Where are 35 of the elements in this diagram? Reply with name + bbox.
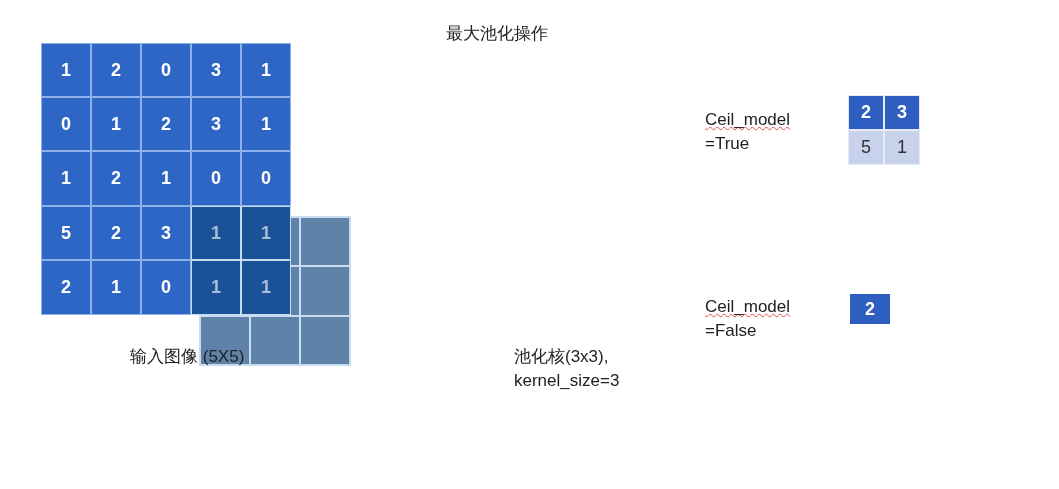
input-grid-cell: 1 (241, 260, 291, 315)
input-grid-cell: 0 (41, 97, 91, 151)
output-grid-cell: 5 (848, 130, 884, 165)
input-grid-cell: 2 (91, 43, 141, 97)
input-grid-cell: 1 (91, 97, 141, 151)
input-image-caption: 输入图像 (5X5) (130, 346, 246, 368)
output-grid-cell: 2 (848, 95, 884, 130)
input-grid-cell: 1 (41, 151, 91, 206)
input-grid-cell: 3 (141, 206, 191, 260)
input-grid-cell: 2 (91, 151, 141, 206)
input-grid-cell: 1 (91, 260, 141, 315)
input-grid-cell: 1 (241, 43, 291, 97)
output-grid-cell: 3 (884, 95, 920, 130)
input-grid-cell: 3 (191, 97, 241, 151)
input-grid-cell: 1 (191, 206, 241, 260)
input-grid-cell: 5 (41, 206, 91, 260)
input-grid-cell: 0 (141, 260, 191, 315)
input-grid-cell: 0 (191, 151, 241, 206)
input-grid-cell: 2 (141, 97, 191, 151)
input-grid-cell: 1 (241, 97, 291, 151)
input-grid-cell: 2 (91, 206, 141, 260)
diagram-title: 最大池化操作 (446, 23, 548, 45)
ceil-mode-label: Ceil_model =True (705, 109, 792, 155)
input-grid-cell: 1 (141, 151, 191, 206)
output-grid-cell: 2 (850, 294, 890, 324)
input-grid-cell: 0 (141, 43, 191, 97)
input-grid-cell: 1 (191, 260, 241, 315)
input-grid-cell: 1 (241, 206, 291, 260)
ceil-mode-label: Ceil_model =False (705, 296, 792, 342)
input-grid-cell: 2 (41, 260, 91, 315)
output-grid-cell: 1 (884, 130, 920, 165)
input-grid-cell: 1 (41, 43, 91, 97)
pooling-kernel-caption: 池化核(3x3), kernel_size=3 (514, 346, 621, 392)
input-grid-cell: 0 (241, 151, 291, 206)
input-grid-cell: 3 (191, 43, 241, 97)
